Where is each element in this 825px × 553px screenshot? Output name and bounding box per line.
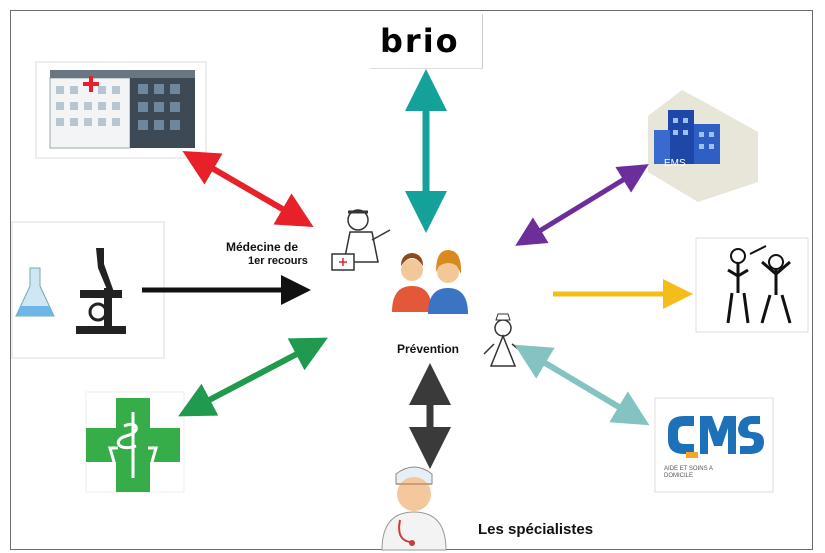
doctor-sketch-icon [330, 200, 402, 280]
laboratory-icon [11, 221, 165, 359]
arrow-cms [514, 344, 650, 426]
brio-text: brio [380, 22, 460, 60]
arrow-pharmacy [178, 337, 328, 417]
specialists-label: Les spécialistes [478, 521, 594, 538]
pharmacy-icon [85, 391, 185, 493]
arrow-ems [515, 164, 649, 246]
specialist-doctor-icon [381, 466, 447, 551]
sports-figures-icon [695, 237, 809, 333]
arrow-hospital [182, 150, 314, 228]
nurse-sketch-icon [483, 313, 523, 367]
hospital-icon [35, 61, 207, 159]
ems-label: EMS [664, 158, 686, 169]
brio-logo: brio [370, 14, 483, 69]
medecine-label-line1: Médecine de [226, 240, 299, 254]
couple-icon [392, 250, 468, 314]
medecine-label-line2: 1er recours [248, 255, 308, 267]
cms-text: AIDE ET SOINS A DOMICILE [664, 466, 713, 479]
ems-icon [648, 90, 758, 202]
prevention-label: Prévention [397, 342, 460, 356]
cms-logo [654, 397, 774, 493]
